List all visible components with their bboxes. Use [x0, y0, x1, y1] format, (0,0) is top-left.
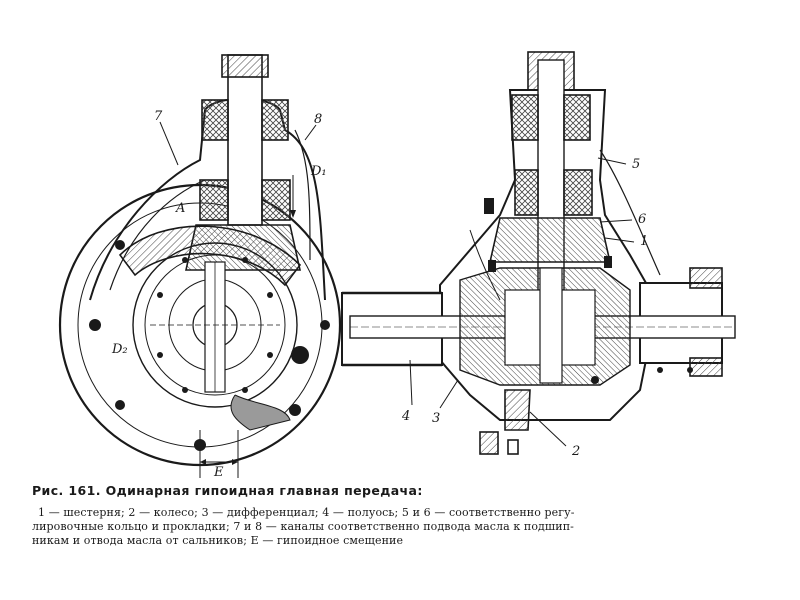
left-ring-gear: [118, 225, 302, 287]
caption-line: 1 — шестерня; 2 — колесо; 3 — дифференци…: [38, 506, 575, 519]
right-view: [341, 51, 736, 455]
right-housing-bolts: [484, 198, 693, 384]
left-lower-bearing: [199, 179, 229, 221]
label-differential: 3: [432, 411, 440, 426]
label-oil-out-channel: 8: [314, 112, 322, 127]
right-pinion-housing: [439, 89, 651, 421]
right-diff-spider: [539, 267, 563, 384]
label-oil-in-channel: 7: [154, 109, 163, 124]
caption-line: лировочные кольцо и прокладки; 7 и 8 — к…: [32, 520, 574, 533]
left-rim-bolts: [89, 240, 330, 451]
caption-title: Рис. 161. Одинарная гипоидная главная пе…: [32, 483, 423, 498]
label-dimension-d2: D₂: [111, 342, 128, 357]
left-diff-bolts: [157, 257, 273, 393]
technical-drawing: 7 8 D₁ D₂ A E: [58, 51, 736, 480]
label-shims: 6: [638, 212, 646, 227]
right-ring-gear: [504, 389, 531, 431]
oil-channel-8: [294, 129, 311, 261]
left-pinion-shaft: [227, 54, 263, 226]
label-half-shaft: 4: [401, 409, 410, 424]
figure-caption: Рис. 161. Одинарная гипоидная главная пе…: [18, 483, 788, 548]
right-upper-bearing: [511, 94, 539, 141]
label-dimension-d1: D₁: [310, 164, 327, 179]
left-view: [58, 54, 342, 478]
drawing-svg: 7 8 D₁ D₂ A E: [58, 51, 736, 480]
label-hypoid-offset: E: [213, 465, 224, 480]
label-cavity-a: A: [175, 201, 185, 216]
label-adjusting-ring: 5: [632, 157, 640, 172]
right-lower-bearing: [514, 169, 539, 216]
label-ring-gear: 2: [571, 444, 580, 459]
right-pinion-gear: [488, 217, 612, 263]
label-pinion: 1: [640, 234, 648, 249]
caption-line: никам и отвода масла от сальников; E — г…: [32, 534, 404, 547]
left-diff-disc: [132, 242, 298, 408]
left-upper-bearing: [201, 99, 229, 141]
